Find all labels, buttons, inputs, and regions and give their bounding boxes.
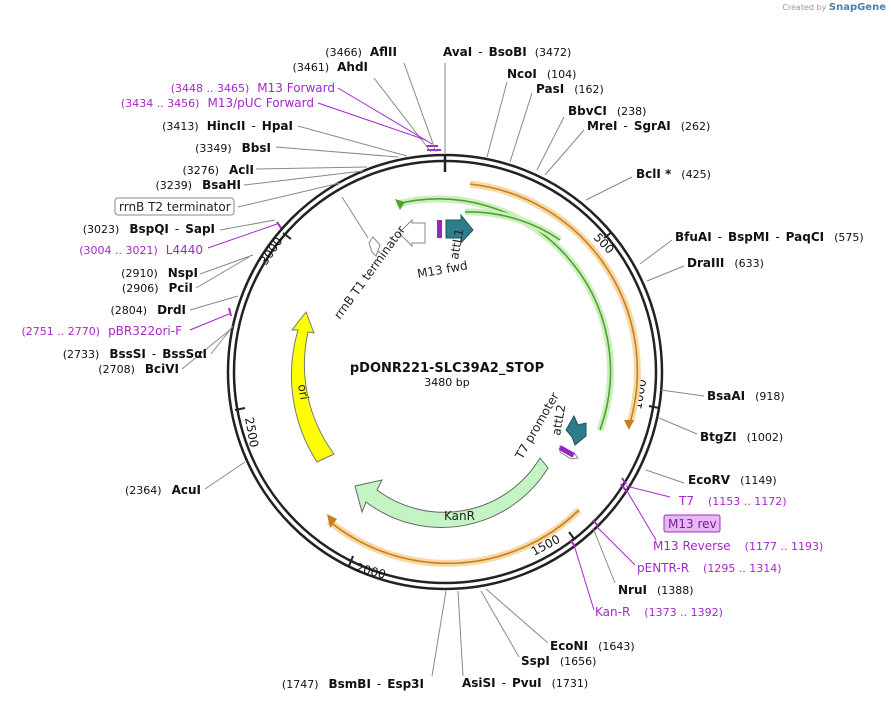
site-sspi: SspI(1656)	[521, 654, 596, 668]
m13-fwd-bar	[437, 220, 442, 238]
site-asisi: AsiSI-PvuI(1731)	[462, 676, 588, 690]
site-bcivi: (2708)BciVI	[98, 362, 179, 376]
kanr-label: KanR	[444, 509, 475, 523]
primer-kan-r: Kan-R(1373 .. 1392)	[595, 605, 723, 619]
ori-feature	[290, 310, 335, 463]
site-bsmbi: (1747)BsmBI-Esp3I	[282, 677, 424, 691]
site-bcli: BclI *(425)	[636, 167, 711, 181]
primer-pentr-r: pENTR-R(1295 .. 1314)	[637, 561, 782, 575]
green-feature-arc-inner-line	[464, 211, 561, 241]
site-ahdi: (3461)AhdI	[293, 60, 368, 74]
site-acli: (3276)AclI	[182, 163, 254, 177]
primer-mark-pentr-r	[592, 519, 599, 527]
orange-feature-arc-top-line	[469, 183, 639, 424]
site-draiii: DraIII(633)	[687, 256, 764, 270]
primer-mark-l4440	[276, 221, 282, 229]
primer-m13-forward: (3448 .. 3465)M13 Forward	[171, 81, 335, 95]
tick-mark-2500	[234, 407, 246, 411]
tick-2500: 2500	[242, 416, 261, 449]
site-bsahi: (3239)BsaHI	[156, 178, 241, 192]
tick-mark-3000	[282, 232, 292, 240]
site-drdi: (2804)DrdI	[110, 303, 186, 317]
rrnb-t1-arrow	[368, 236, 381, 257]
site-bfuai: BfuAI-BspMI-PaqCI(575)	[675, 230, 864, 244]
site-nrui: NruI(1388)	[618, 583, 694, 597]
rrnb-t2-box	[114, 197, 235, 216]
orange-arrowhead-top	[624, 420, 634, 430]
tick-mark-1500	[568, 531, 576, 541]
site-pasi: PasI(162)	[536, 82, 604, 96]
site-bspqi: (3023)BspQI-SapI	[83, 222, 215, 236]
green-feature-arc-outer-line	[396, 198, 612, 431]
primer-marks	[228, 145, 628, 547]
green-arrowhead-outer	[395, 199, 405, 210]
orange-feature-arc-bottom-line	[328, 509, 580, 565]
primer-t7: T7(1153 .. 1172)	[678, 494, 787, 508]
position-ticks	[234, 231, 660, 567]
orange-arrowhead-bottom	[327, 514, 337, 528]
attl2-label: attL2	[549, 403, 568, 436]
site-nspi: (2910)NspI	[121, 266, 198, 280]
leader-lines-primers	[189, 87, 671, 611]
tick-3000: 3000	[257, 235, 286, 268]
primer-mark-t7	[621, 477, 627, 485]
attl1-arrow	[445, 213, 474, 245]
tick-mark-2000	[348, 555, 354, 567]
site-mrei: MreI-SgrAI(262)	[587, 119, 710, 133]
rrnb-t1-label: rrnB T1 terminator	[331, 223, 408, 322]
site-econi: EcoNI(1643)	[550, 639, 635, 653]
m13-rev-box	[663, 514, 721, 533]
site-bbsi: (3349)BbsI	[195, 141, 271, 155]
primer-mark-pbr322ori	[228, 307, 232, 317]
m13-rev-bar	[558, 445, 575, 458]
attl2-arrow	[565, 414, 587, 446]
credit-prefix: Created by	[782, 3, 827, 12]
primer-pbr322ori-f: (2751 .. 2770)pBR322ori-F	[22, 324, 183, 338]
attl1-label: attL1	[447, 227, 466, 260]
site-bsssi: (2733)BssSI-BssSαI	[63, 347, 207, 361]
site-bbvci: BbvCI(238)	[568, 104, 646, 118]
m13-rev-label: M13 rev	[668, 517, 717, 531]
primer-mark-m13-reverse	[620, 483, 628, 493]
plasmid-size: 3480 bp	[424, 376, 469, 389]
site-bsaai: BsaAI(918)	[707, 389, 785, 403]
ori-label: ori	[295, 383, 311, 401]
snapgene-credit: Created by SnapGene	[782, 2, 886, 13]
site-avai: AvaI-BsoBI(3472)	[443, 45, 571, 59]
rrnb-t2-arrow	[398, 218, 426, 248]
kanr-feature	[354, 457, 549, 528]
primer-m13-reverse: M13 Reverse(1177 .. 1193)	[653, 539, 823, 553]
tick-2000: 2000	[354, 560, 387, 581]
site-pcii: (2906)PciI	[122, 281, 193, 295]
site-btgzi: BtgZI(1002)	[700, 430, 783, 444]
site-ncoi: NcoI(104)	[507, 67, 576, 81]
m13-fwd-label: M13 fwd	[416, 258, 469, 281]
plasmid-name: pDONR221-SLC39A2_STOP	[350, 361, 544, 376]
site-hincii: (3413)HincII-HpaI	[162, 119, 293, 133]
tick-mark-500	[603, 231, 613, 239]
rrnb-t2-label: rrnB T2 terminator	[119, 200, 231, 214]
leader-lines-sites	[181, 62, 705, 677]
primer-l4440: (3004 .. 3021)L4440	[79, 243, 203, 257]
primer-m13-puc-forward: (3434 .. 3456)M13/pUC Forward	[121, 96, 314, 110]
site-aflii: (3466)AflII	[325, 45, 397, 59]
site-ecorv: EcoRV(1149)	[688, 473, 777, 487]
tick-mark-1000	[648, 405, 660, 409]
credit-brand: SnapGene	[828, 2, 886, 13]
site-acui: (2364)AcuI	[125, 483, 201, 497]
